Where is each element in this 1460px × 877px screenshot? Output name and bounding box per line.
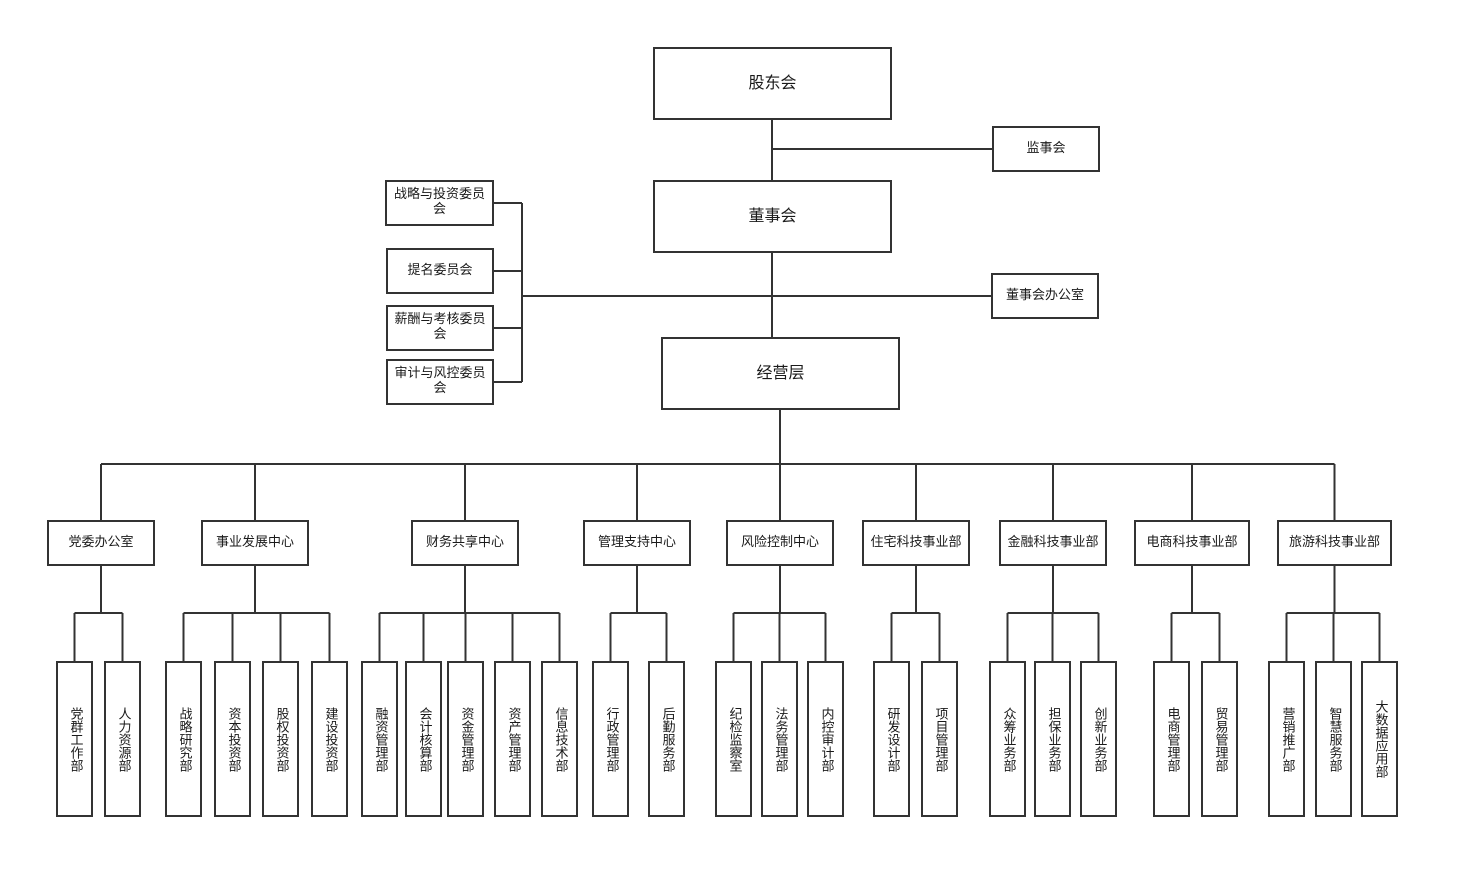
- center-box: 电商科技事业部: [1134, 520, 1250, 566]
- center-box: 事业发展中心: [201, 520, 309, 566]
- sub-department-box: 融资管理部: [361, 661, 398, 817]
- center-box: 党委办公室: [47, 520, 155, 566]
- sub-department-box: 股权投资部: [262, 661, 299, 817]
- sub-department-box: 内控审计部: [807, 661, 844, 817]
- sub-department-box: 信息技术部: [541, 661, 578, 817]
- center-box: 管理支持中心: [583, 520, 691, 566]
- sub-department-box: 后勤服务部: [648, 661, 685, 817]
- center-box: 风险控制中心: [726, 520, 834, 566]
- sub-department-box: 建设投资部: [311, 661, 348, 817]
- supervisors-box: 监事会: [992, 126, 1100, 172]
- board-office-box: 董事会办公室: [991, 273, 1099, 319]
- sub-department-box: 资产管理部: [494, 661, 531, 817]
- management-box: 经营层: [661, 337, 900, 410]
- sub-department-box: 贸易管理部: [1201, 661, 1238, 817]
- board-box: 董事会: [653, 180, 892, 253]
- sub-department-box: 众筹业务部: [989, 661, 1026, 817]
- center-box: 旅游科技事业部: [1277, 520, 1392, 566]
- committee-nomination: 提名委员会: [386, 248, 494, 294]
- committee-strategy: 战略与投资委员会: [385, 180, 494, 226]
- center-box: 金融科技事业部: [999, 520, 1107, 566]
- sub-department-box: 资本投资部: [214, 661, 251, 817]
- sub-department-box: 战略研究部: [165, 661, 202, 817]
- shareholders-box: 股东会: [653, 47, 892, 120]
- sub-department-box: 营销推广部: [1268, 661, 1305, 817]
- sub-department-box: 法务管理部: [761, 661, 798, 817]
- sub-department-box: 创新业务部: [1080, 661, 1117, 817]
- sub-department-box: 研发设计部: [873, 661, 910, 817]
- sub-department-box: 大数据应用部: [1361, 661, 1398, 817]
- sub-department-box: 人力资源部: [104, 661, 141, 817]
- sub-department-box: 党群工作部: [56, 661, 93, 817]
- committee-compensation: 薪酬与考核委员会: [386, 305, 494, 351]
- sub-department-box: 纪检监察室: [715, 661, 752, 817]
- sub-department-box: 行政管理部: [592, 661, 629, 817]
- sub-department-box: 电商管理部: [1153, 661, 1190, 817]
- sub-department-box: 项目管理部: [921, 661, 958, 817]
- sub-department-box: 会计核算部: [405, 661, 442, 817]
- center-box: 财务共享中心: [411, 520, 519, 566]
- center-box: 住宅科技事业部: [862, 520, 970, 566]
- sub-department-box: 担保业务部: [1034, 661, 1071, 817]
- sub-department-box: 资金管理部: [447, 661, 484, 817]
- committee-audit-risk: 审计与风控委员会: [386, 359, 494, 405]
- sub-department-box: 智慧服务部: [1315, 661, 1352, 817]
